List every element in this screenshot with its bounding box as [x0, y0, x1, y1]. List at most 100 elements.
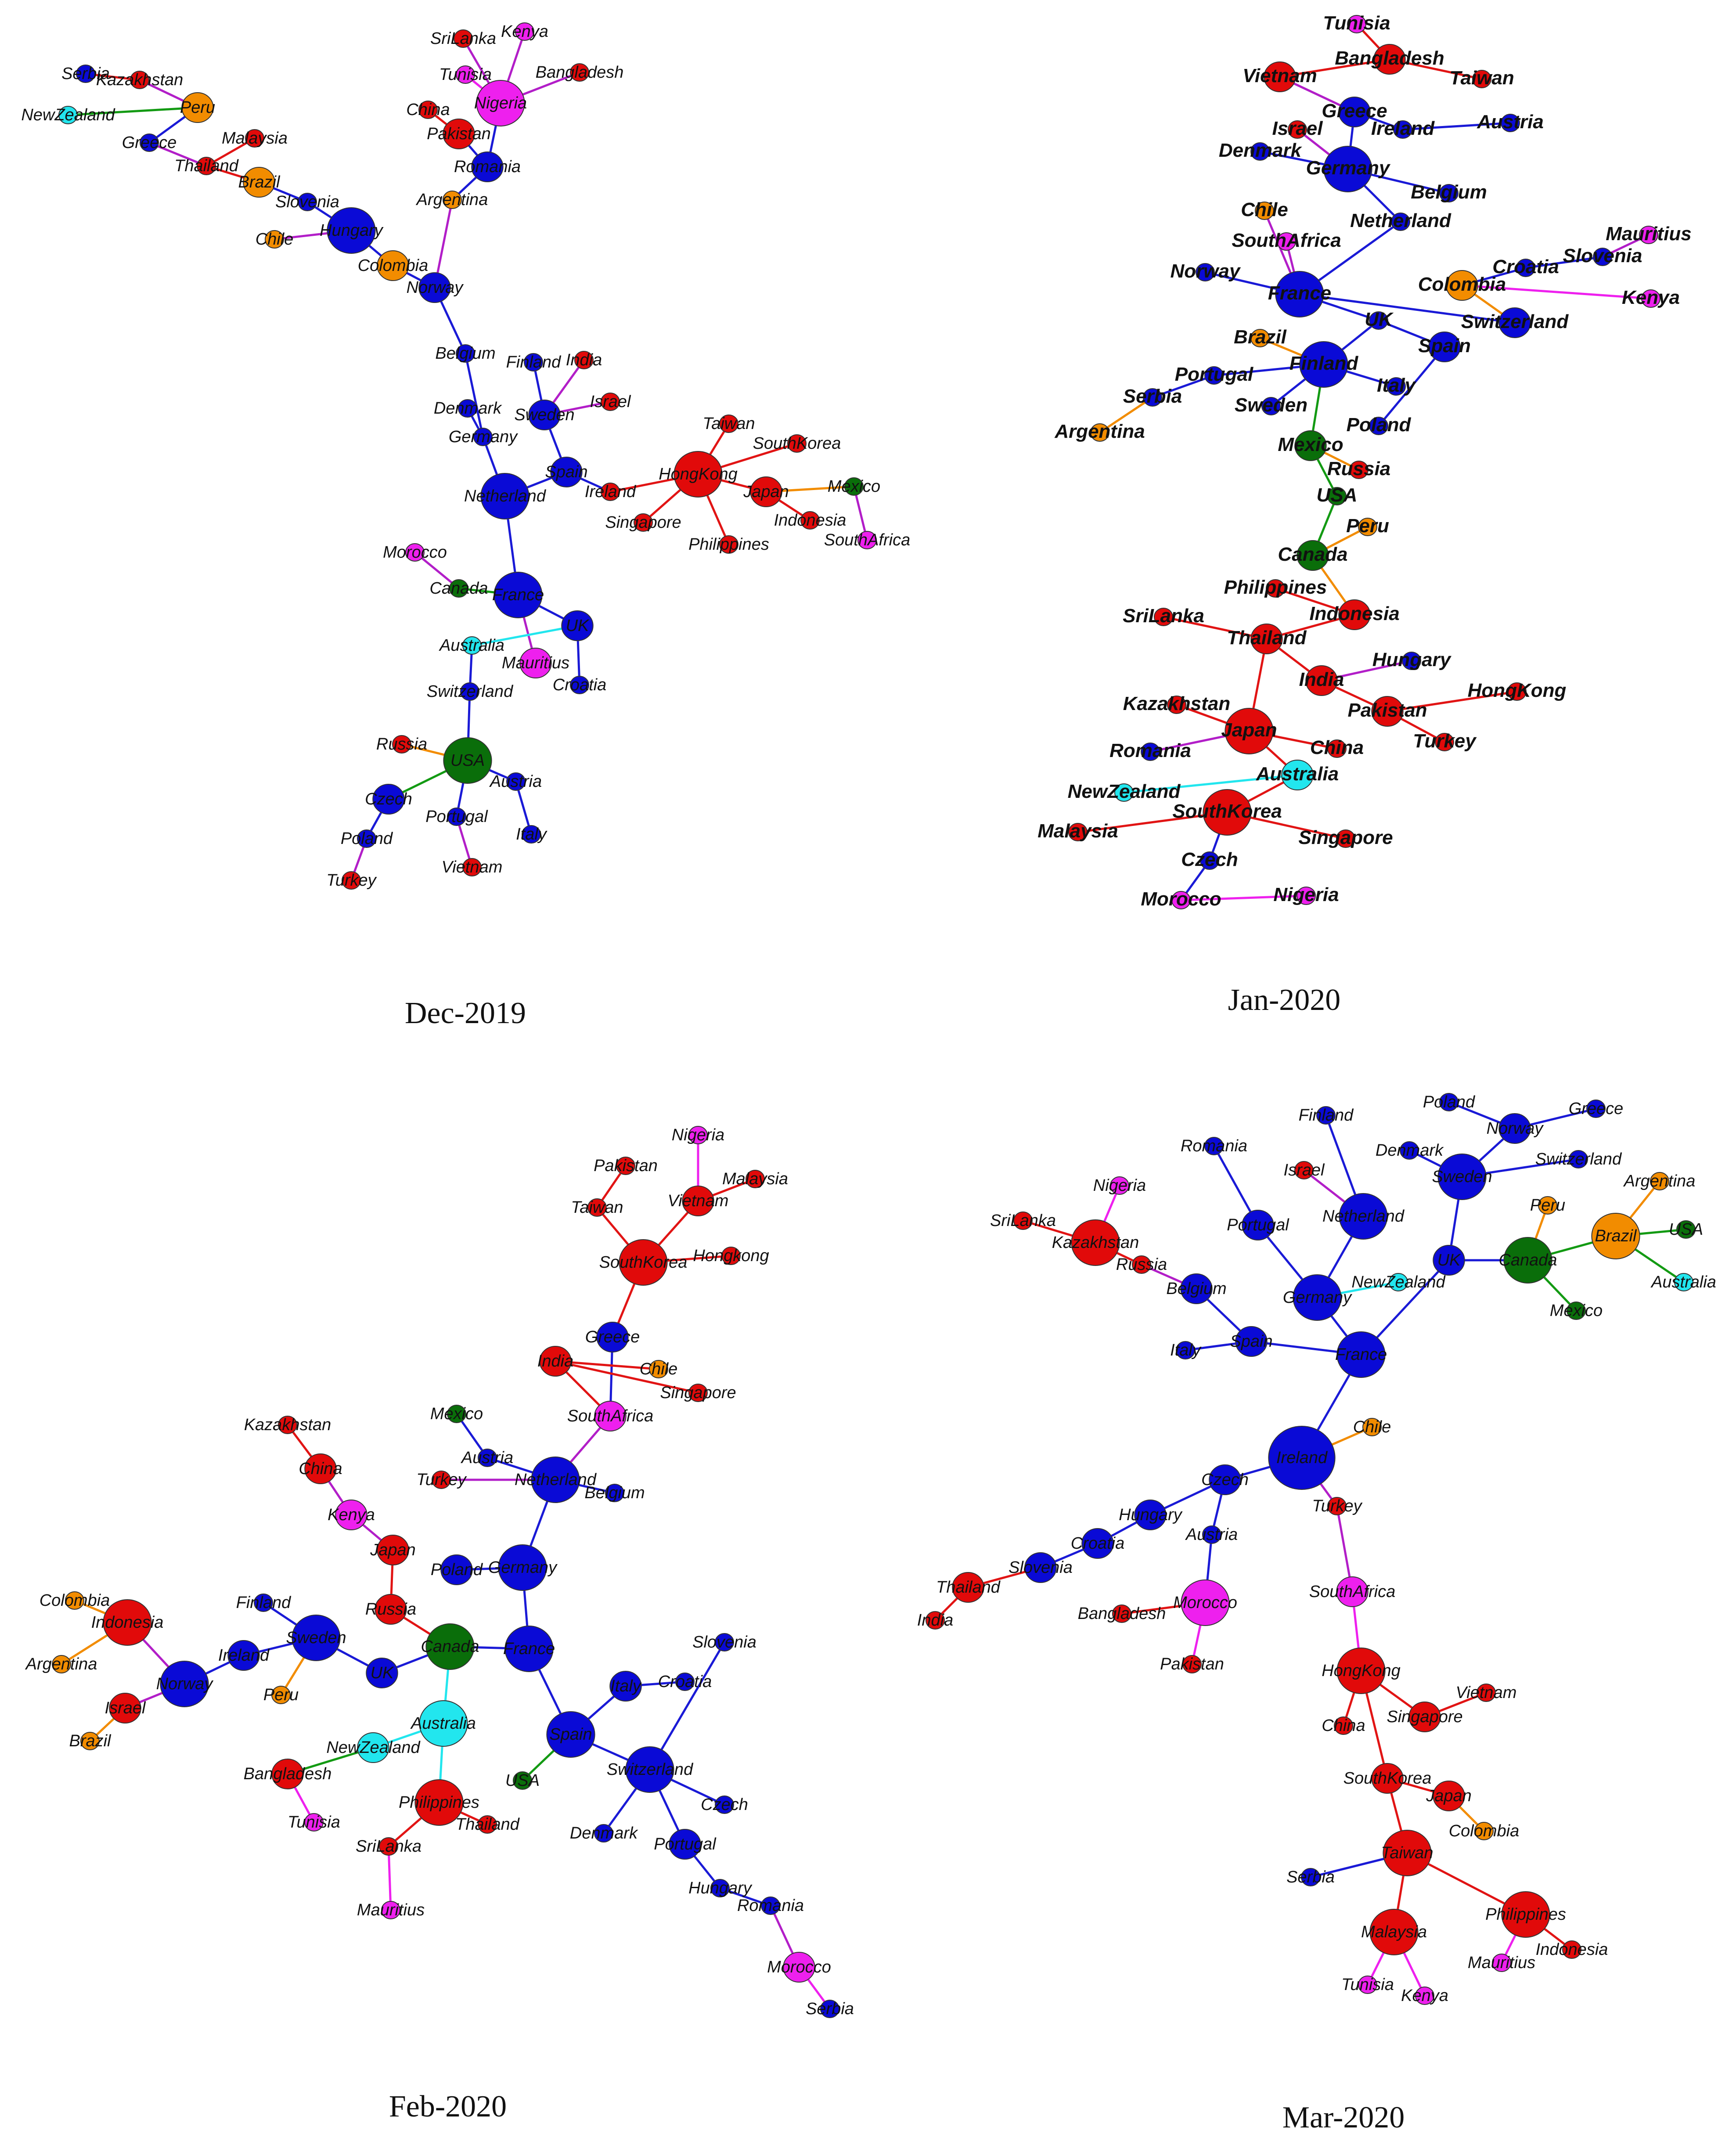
- node-kenya: Kenya: [501, 22, 548, 41]
- node-circle: [1336, 829, 1355, 848]
- node-label: Argentina: [25, 1655, 97, 1673]
- node-denmark: Denmark: [434, 399, 502, 418]
- node-circle: [271, 1759, 304, 1789]
- node-circle: [570, 676, 589, 694]
- node-circle: [58, 106, 78, 124]
- node-mauritius: Mauritius: [357, 1901, 425, 1919]
- node-label: Malaysia: [222, 129, 288, 148]
- node-chile: Chile: [1241, 199, 1288, 220]
- edge-india-chile: [555, 1360, 659, 1370]
- node-circle: [1362, 1418, 1382, 1436]
- node-china: China: [299, 1453, 342, 1484]
- node-circle: [1305, 665, 1338, 696]
- node-ireland: Ireland: [1268, 1426, 1336, 1490]
- node-circle: [1294, 1161, 1314, 1179]
- node-italy: Italy: [609, 1671, 642, 1702]
- node-pakistan: Pakistan: [594, 1157, 658, 1175]
- node-circle: [1498, 307, 1531, 338]
- node-malaysia: Malaysia: [1037, 820, 1118, 842]
- edges: [934, 1101, 1686, 1997]
- caption-feb-2020: Feb-2020: [389, 2090, 507, 2124]
- node-label: Mauritius: [1606, 223, 1692, 245]
- node-india: India: [566, 351, 602, 369]
- node-circle: [1639, 226, 1658, 244]
- node-australia: Australia: [1650, 1273, 1716, 1291]
- node-circle: [197, 157, 216, 175]
- node-netherland: Netherland: [464, 473, 547, 519]
- node-circle: [783, 1952, 815, 1983]
- node-circle: [1024, 1552, 1057, 1583]
- node-peru: Peru: [180, 92, 215, 123]
- node-label: Mexico: [430, 1405, 483, 1423]
- edge-belgium-germany: [464, 353, 484, 437]
- node-label: SriLanka: [1123, 605, 1204, 627]
- node-serbia: Serbia: [1123, 386, 1182, 407]
- node-kazakhstan: Kazakhstan: [1052, 1219, 1139, 1266]
- node-circle: [1498, 1113, 1531, 1144]
- node-label: Finland: [1289, 353, 1359, 374]
- node-label: Philippines: [1224, 577, 1327, 598]
- node-label: Romania: [1109, 740, 1191, 761]
- node-indonesia: Indonesia: [1309, 599, 1400, 630]
- node-label: SouthAfrica: [567, 1407, 653, 1425]
- node-label: Canada: [1498, 1251, 1557, 1269]
- node-circle: [561, 610, 594, 641]
- node-label: Philippines: [688, 535, 769, 554]
- node-label: Romania: [1181, 1137, 1247, 1155]
- node-circle: [1176, 1341, 1195, 1359]
- node-label: Serbia: [61, 65, 110, 83]
- node-spain: Spain: [545, 457, 588, 487]
- node-label: Spain: [1230, 1332, 1272, 1351]
- node-circle: [447, 1405, 466, 1423]
- node-china: China: [1322, 1716, 1365, 1735]
- node-taiwan: Taiwan: [1449, 67, 1514, 89]
- node-norway: Norway: [156, 1661, 213, 1707]
- node-label: France: [492, 586, 544, 604]
- node-israel: Israel: [1272, 118, 1323, 139]
- node-label: Hungary: [688, 1879, 753, 1897]
- node-circle: [1501, 1891, 1550, 1938]
- node-label: Brazil: [238, 173, 281, 191]
- node-label: NewZealand: [1068, 781, 1181, 802]
- node-label: Thailand: [174, 157, 239, 175]
- node-kazakhstan: Kazakhstan: [1123, 693, 1231, 714]
- node-label: Switzerland: [1535, 1150, 1622, 1168]
- node-circle: [1371, 696, 1404, 727]
- node-circle: [1347, 15, 1366, 33]
- node-label: Chile: [1241, 199, 1288, 220]
- node-south-africa: SouthAfrica: [1232, 230, 1341, 251]
- node-label: Ireland: [218, 1646, 270, 1665]
- node-label: Spain: [549, 1725, 592, 1744]
- node-bangladesh: Bangladesh: [536, 63, 623, 82]
- node-thailand: Thailand: [936, 1572, 1001, 1603]
- node-philippines: Philippines: [399, 1779, 479, 1826]
- node-russia: Russia: [1327, 458, 1390, 480]
- node-malaysia: Malaysia: [222, 129, 288, 148]
- node-taiwan: Taiwan: [571, 1198, 623, 1217]
- node-label: Netherland: [464, 487, 547, 505]
- node-south-africa: SouthAfrica: [824, 531, 910, 549]
- node-circle: [1250, 142, 1270, 161]
- node-label: SouthKorea: [1343, 1769, 1432, 1788]
- edge-switzerland-slovenia: [648, 1641, 726, 1770]
- node-circle: [243, 167, 275, 198]
- node-brazil: Brazil: [1591, 1213, 1640, 1259]
- node-mauritius: Mauritius: [1606, 223, 1692, 245]
- node-circle: [1402, 652, 1421, 670]
- node-nigeria: Nigeria: [474, 80, 527, 126]
- node-circle: [519, 648, 552, 678]
- node-label: Poland: [1423, 1093, 1476, 1111]
- node-label: Austria: [1477, 111, 1544, 133]
- node-label: Sweden: [514, 406, 574, 424]
- node-label: Japan: [743, 483, 789, 501]
- node-circle: [506, 772, 526, 791]
- node-circle: [1134, 1500, 1167, 1530]
- node-circle: [342, 871, 361, 890]
- node-label: SouthAfrica: [1309, 1583, 1395, 1601]
- node-label: Indonesia: [1309, 603, 1399, 624]
- node-circle: [1569, 1150, 1588, 1168]
- node-circle: [1181, 1579, 1230, 1626]
- node-circle: [498, 1544, 547, 1591]
- node-label: Norway: [1487, 1119, 1544, 1138]
